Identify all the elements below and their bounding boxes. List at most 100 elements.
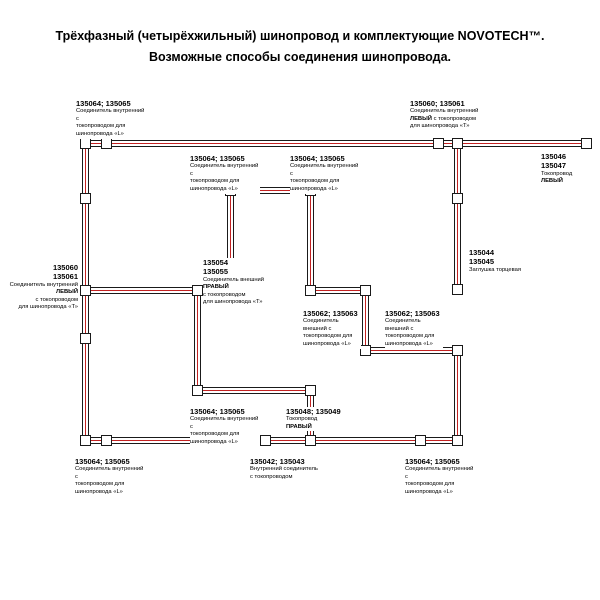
part-number: 135064; 135065 (76, 99, 131, 108)
part-description: с токопроводом (35, 296, 78, 303)
part-number: 135064; 135065 (190, 154, 245, 163)
part-description: токопроводом для (405, 481, 455, 488)
track-segment (307, 187, 314, 294)
feed-icon (304, 434, 316, 446)
part-number: 135061 (52, 272, 78, 282)
part-number: 135047 (541, 161, 567, 171)
part-number: 135055 (203, 267, 229, 277)
part-description: ЛЕВЫЙ с токопроводом (410, 115, 477, 122)
part-description: токопроводом для (385, 333, 435, 340)
track-segment (194, 287, 201, 394)
part-description: шинопровода «L» (190, 438, 238, 445)
corner-connector-icon (359, 344, 371, 356)
title-line-1: Трёхфазный (четырёхжильный) шинопровод и… (55, 29, 545, 43)
connector-icon (100, 434, 112, 446)
part-description: Соединитель внутренний с (75, 466, 144, 480)
part-description: шинопровода «L» (76, 130, 124, 137)
page-title: Трёхфазный (четырёхжильный) шинопровод и… (0, 26, 600, 67)
part-description: ПРАВЫЙ (286, 423, 312, 430)
connector-icon (100, 137, 112, 149)
part-description: для шинопровода «Т» (410, 123, 470, 130)
track-segment (454, 347, 461, 444)
part-description: ПРАВЫЙ (203, 284, 229, 291)
corner-connector-icon (304, 384, 316, 396)
part-number: 135064; 135065 (75, 457, 130, 466)
t-connector-icon (79, 284, 91, 296)
part-description: Токопровод (541, 170, 573, 177)
part-description: Соединитель внутренний с (190, 163, 259, 177)
part-number: 135045 (469, 257, 495, 267)
part-number: 135062; 135063 (385, 309, 440, 318)
track-segment (82, 140, 591, 147)
part-description: шинопровода «L» (190, 185, 238, 192)
connector-icon (414, 434, 426, 446)
part-description: шинопровода «L» (405, 488, 453, 495)
part-description: токопроводом для (290, 178, 340, 185)
part-description: Соединитель внешний (203, 276, 265, 283)
corner-connector-icon (451, 344, 463, 356)
part-number: 135048; 135049 (286, 407, 341, 416)
track-segment (82, 437, 461, 444)
part-description: для шинопровода «Т» (203, 299, 263, 306)
part-description: токопроводом для (190, 431, 240, 438)
part-description: шинопровода «L» (290, 185, 338, 192)
part-description: Соединитель внутренний с (76, 108, 145, 122)
part-description: с токопроводом (203, 291, 246, 298)
part-description: токопроводом для (76, 123, 126, 130)
endcap-icon (451, 283, 463, 295)
part-description: токопроводом для (303, 333, 353, 340)
part-description: токопроводом для (190, 178, 240, 185)
connector-icon (259, 434, 271, 446)
feed-icon (580, 137, 592, 149)
t-connector-icon (451, 137, 463, 149)
part-description: Заглушка торцевая (469, 266, 522, 273)
part-description: ЛЕВЫЙ (56, 289, 78, 296)
part-description: ЛЕВЫЙ (541, 178, 563, 185)
part-description: шинопровода «L» (385, 340, 433, 347)
corner-connector-icon (304, 284, 316, 296)
part-number: 135064; 135065 (290, 154, 345, 163)
corner-connector-icon (79, 434, 91, 446)
corner-connector-icon (359, 284, 371, 296)
part-number: 135054 (203, 258, 229, 267)
part-description: с токопроводом (250, 473, 293, 480)
title-line-2: Возможные способы соединения шинопровода… (148, 49, 451, 64)
part-description: для шинопровода «Т» (18, 304, 78, 311)
part-description: Соединитель внутренний (410, 108, 479, 115)
part-description: шинопровода «L» (75, 488, 123, 495)
t-connector-icon (191, 284, 203, 296)
corner-connector-icon (451, 434, 463, 446)
part-number: 135062; 135063 (303, 309, 358, 318)
part-description: Соединитель внутренний с (405, 466, 474, 480)
part-number: 135046 (541, 152, 567, 161)
connector-icon (79, 192, 91, 204)
connector-icon (432, 137, 444, 149)
connector-icon (79, 332, 91, 344)
corner-connector-icon (191, 384, 203, 396)
part-description: Токопровод (286, 416, 318, 423)
part-description: Соединитель внутренний с (190, 416, 259, 430)
part-number: 135044 (469, 248, 495, 257)
part-number: 135060 (52, 263, 78, 272)
part-description: Соединитель внутренний (9, 281, 78, 288)
part-description: Внутренний соединитель (250, 466, 318, 473)
part-number: 135064; 135065 (190, 407, 245, 416)
part-description: Соединитель внутренний с (290, 163, 359, 177)
connector-icon (451, 192, 463, 204)
